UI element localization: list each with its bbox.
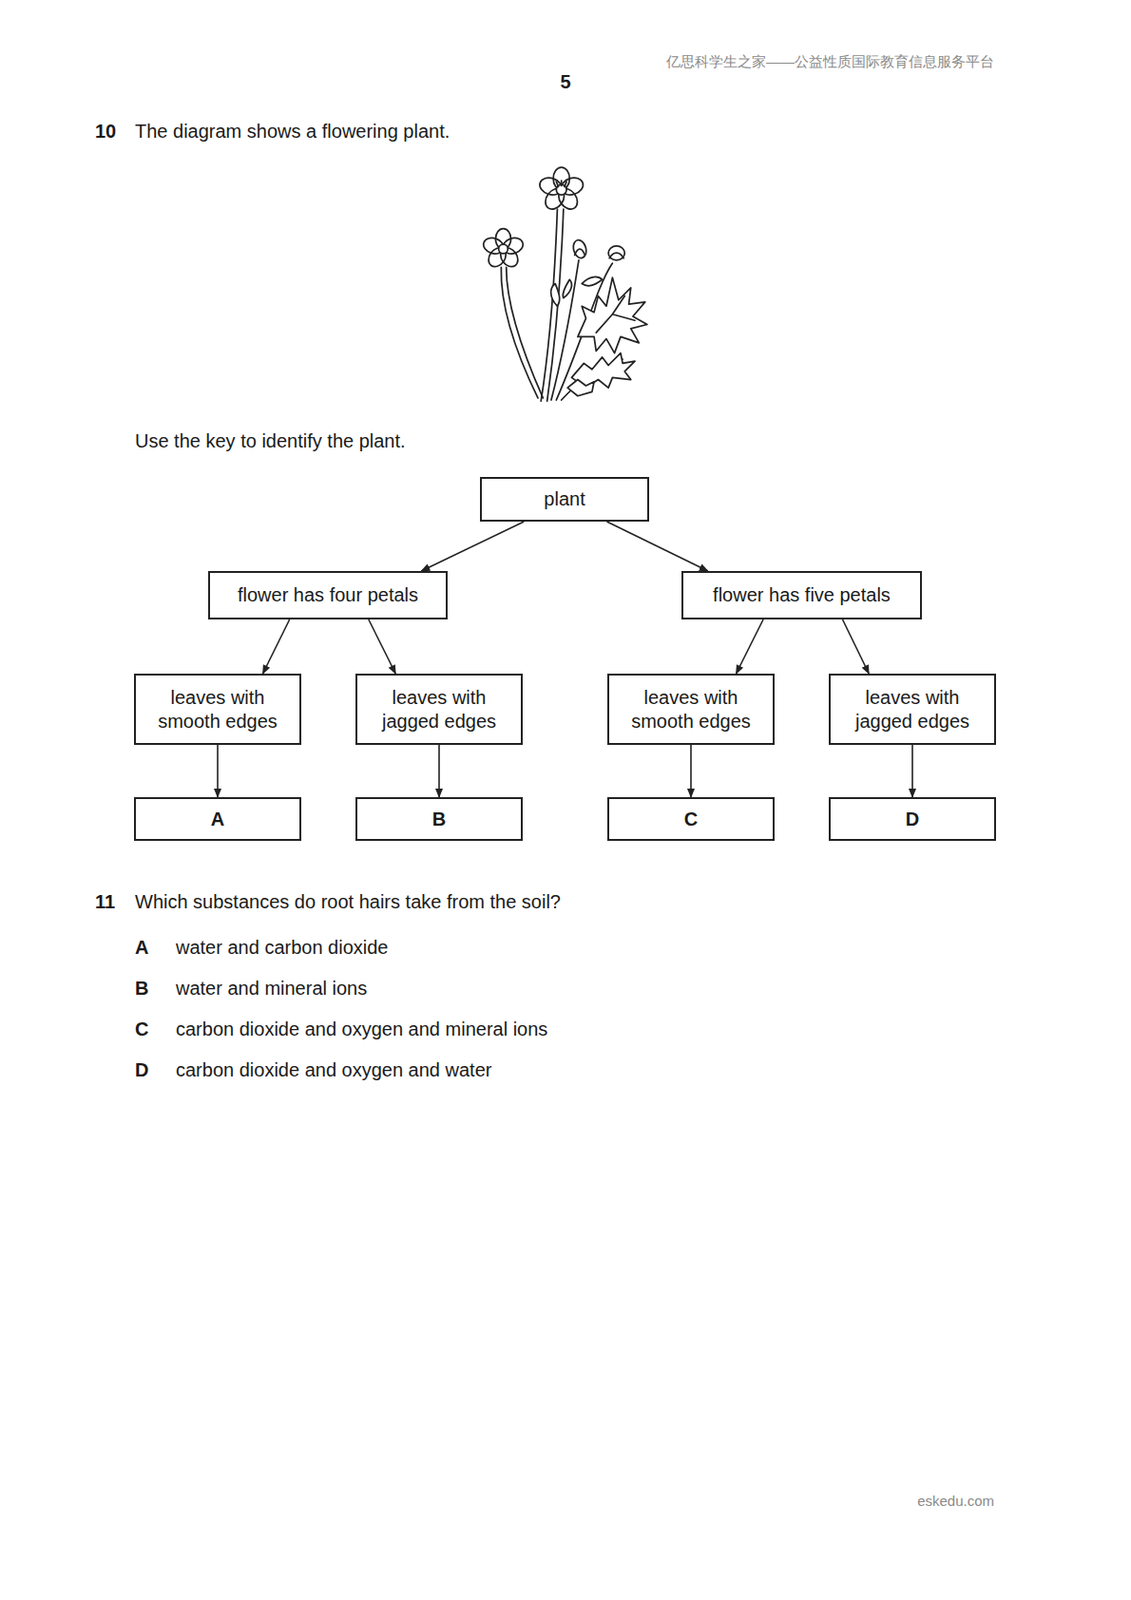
option-text: carbon dioxide and oxygen and water <box>175 1058 492 1082</box>
key-arrow <box>421 521 524 572</box>
answer-letter: B <box>432 807 446 832</box>
key-arrow <box>368 619 396 674</box>
key-box: flower has five petals <box>681 571 922 620</box>
question-text: Which substances do root hairs take from… <box>134 890 561 914</box>
question-number: 10 <box>95 119 116 143</box>
answer-letter: C <box>684 807 698 832</box>
key-text: leaves with smooth edges <box>626 686 756 734</box>
option-letter: D <box>134 1058 149 1082</box>
option-letter: A <box>134 936 149 959</box>
key-box: leaves with smooth edges <box>134 673 302 746</box>
option-letter: B <box>134 977 149 1000</box>
option-letter: C <box>134 1017 149 1041</box>
key-arrow <box>843 619 870 674</box>
answer-letter: A <box>210 807 225 832</box>
answer-box: A <box>134 797 302 842</box>
key-arrow <box>216 745 219 798</box>
instruction-text: Use the key to identify the plant. <box>134 429 406 453</box>
key-text: leaves with jagged edges <box>847 686 978 734</box>
option-text: water and carbon dioxide <box>175 936 388 959</box>
key-arrow <box>263 619 290 674</box>
key-root-box: plant <box>479 477 650 522</box>
key-arrow <box>607 521 709 572</box>
answer-box: B <box>355 797 523 842</box>
key-text: leaves with smooth edges <box>153 686 283 734</box>
key-text: flower has five petals <box>712 583 891 608</box>
key-arrow <box>690 745 692 798</box>
footer-watermark: eskedu.com <box>917 1490 995 1514</box>
page-number: 5 <box>559 70 571 94</box>
answer-letter: D <box>905 807 920 832</box>
key-box: leaves with jagged edges <box>355 673 523 746</box>
option-text: carbon dioxide and oxygen and mineral io… <box>175 1017 548 1041</box>
key-box: leaves with smooth edges <box>607 673 775 746</box>
key-text: plant <box>543 487 585 512</box>
question-number: 11 <box>95 890 116 914</box>
key-arrow <box>438 745 441 798</box>
key-arrow <box>911 745 914 798</box>
option-text: water and mineral ions <box>175 977 367 1000</box>
key-text: flower has four petals <box>237 583 419 608</box>
answer-box: C <box>607 797 775 842</box>
watermark: 亿思科学生之家——公益性质国际教育信息服务平台 <box>666 50 995 74</box>
question-text: The diagram shows a flowering plant. <box>134 119 450 143</box>
key-arrow <box>736 619 765 674</box>
key-text: leaves with jagged edges <box>374 686 504 734</box>
answer-box: D <box>828 797 997 842</box>
key-box: leaves with jagged edges <box>828 673 997 746</box>
key-box: flower has four petals <box>208 571 448 620</box>
